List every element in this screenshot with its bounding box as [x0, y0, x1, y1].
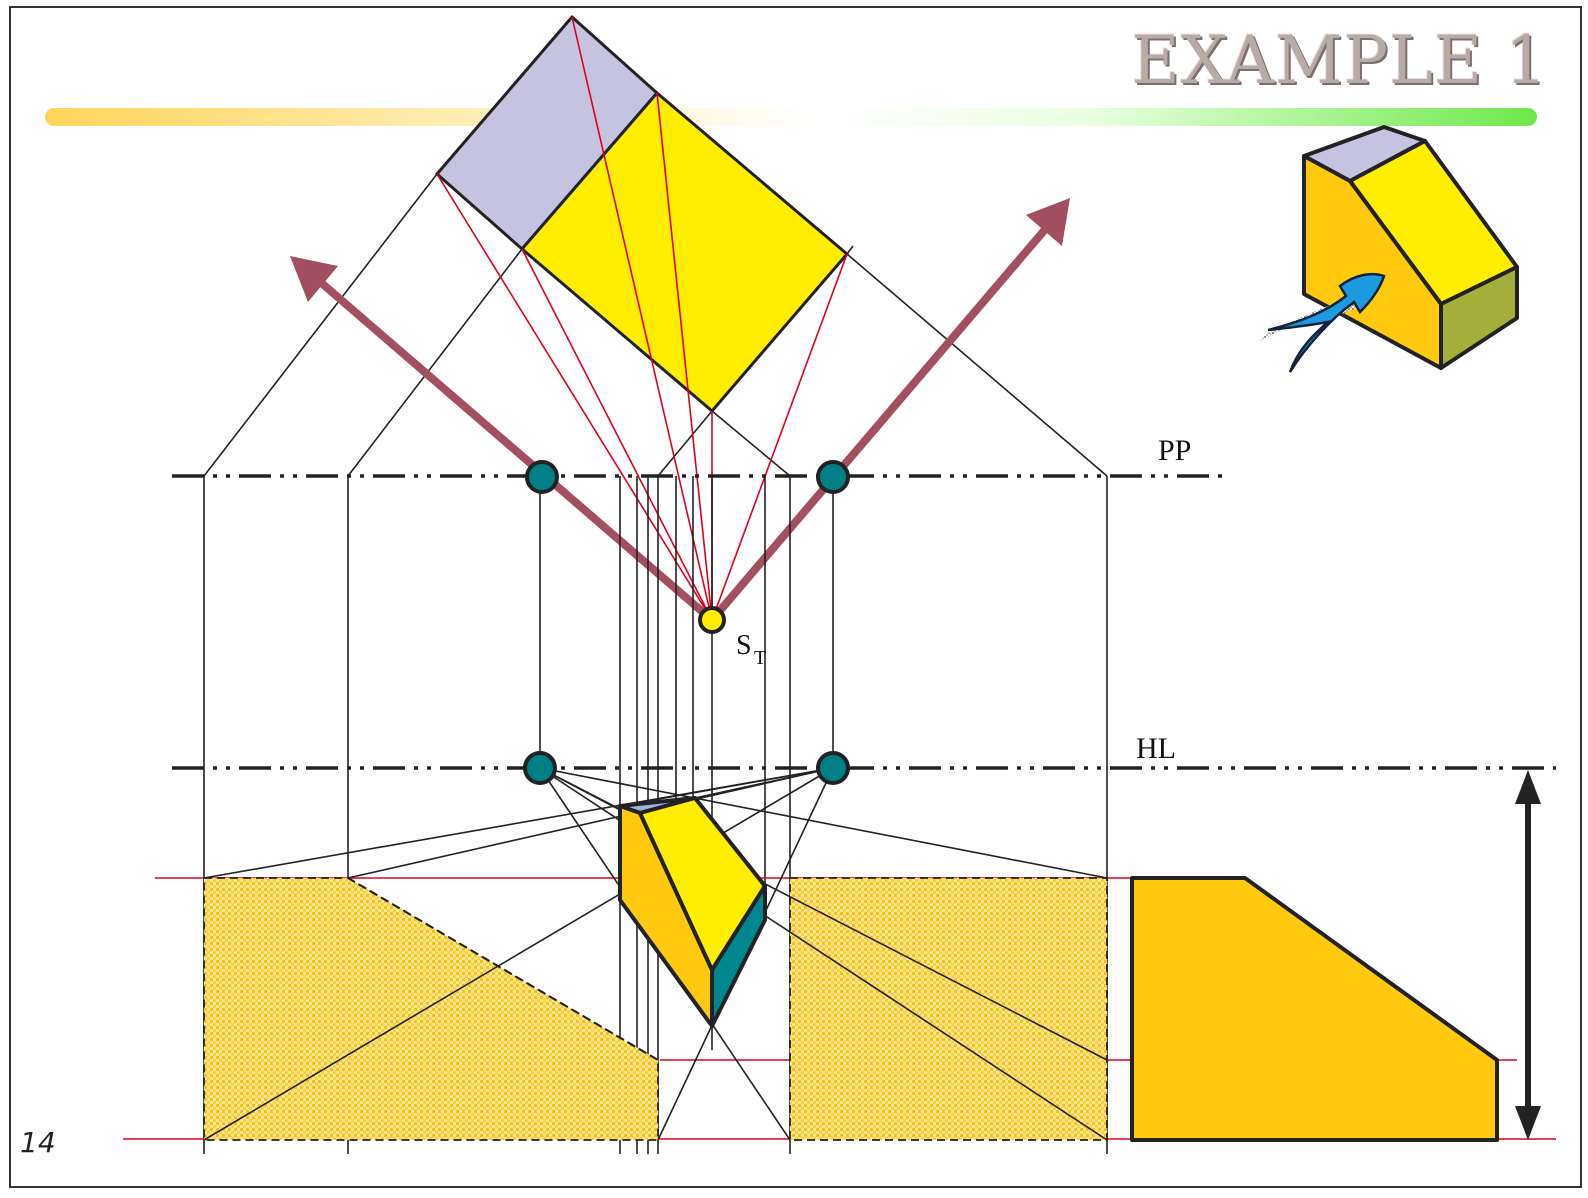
projectors-to-station-point	[436, 16, 848, 621]
left-elevation-panel	[203, 877, 659, 1141]
right-elevation-panel	[789, 877, 1108, 1141]
title-underline-bar	[45, 108, 1537, 126]
height-dimension-arrow	[1515, 770, 1541, 1140]
left-arrow-head	[290, 256, 338, 302]
vanishing-points	[523, 460, 850, 785]
vanishing-direction-arrows	[290, 198, 1070, 624]
view-direction-arrow-icon	[1258, 272, 1386, 373]
elevation-panels	[203, 877, 1108, 1141]
picture-plane-label: PP	[1158, 434, 1191, 467]
vanishing-point-right-pp	[816, 460, 850, 494]
vanishing-point-left-hl	[523, 751, 557, 785]
thumb-side-face	[1439, 265, 1519, 370]
station-point-subscript: T	[754, 647, 766, 669]
station-point-label: S	[736, 630, 752, 661]
perspective-block	[618, 796, 767, 1028]
page-number: 14	[20, 1126, 56, 1159]
vanishing-point-right-hl	[816, 751, 850, 785]
side-elevation	[1130, 876, 1499, 1142]
block-right-face	[710, 884, 767, 1028]
slide-title: EXAMPLE 1	[1131, 22, 1548, 99]
top-view	[435, 15, 849, 413]
station-point	[698, 606, 726, 634]
vanishing-point-left-pp	[525, 460, 559, 494]
construction-lines-upper	[203, 173, 1108, 477]
isometric-thumbnail	[1302, 125, 1519, 370]
right-arrow-head	[1026, 198, 1070, 246]
horizon-line-label: HL	[1136, 732, 1176, 765]
